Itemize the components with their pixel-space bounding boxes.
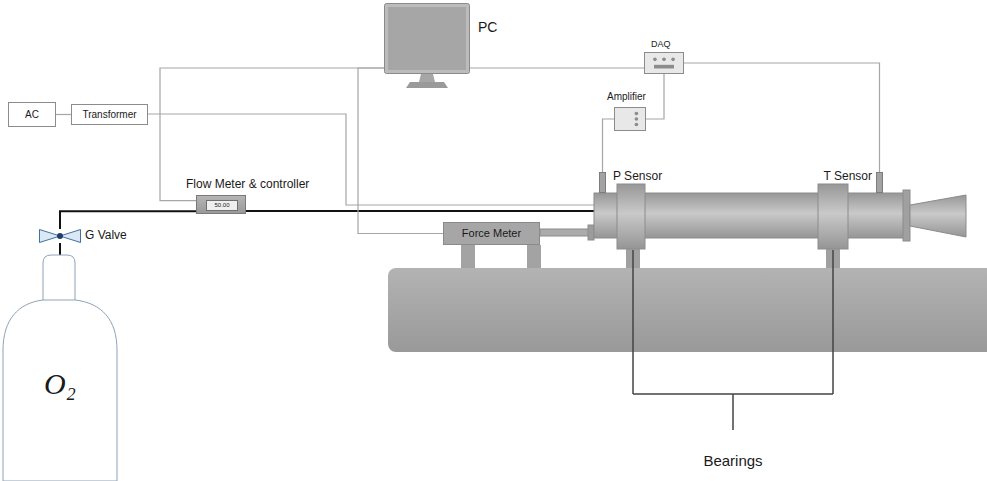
flow-display: 50.00 <box>206 200 238 211</box>
node-outline <box>39 229 81 243</box>
exhaust-nozzle <box>910 195 966 237</box>
signal-wire <box>603 119 615 172</box>
box-label: 50.00 <box>214 202 229 209</box>
bearing-flange <box>818 184 848 249</box>
power-box: AC <box>8 102 56 127</box>
node-outline <box>645 53 683 73</box>
gas-pipe <box>60 211 196 229</box>
engine-end-cap <box>903 190 910 241</box>
part-label: PC <box>478 19 497 35</box>
signal-wire <box>646 74 664 119</box>
force-meter-foot <box>527 245 541 268</box>
node-outline <box>615 108 645 130</box>
signal-wire <box>160 68 384 201</box>
test-bench <box>388 268 987 352</box>
box-label: AC <box>25 109 39 121</box>
part-label: Bearings <box>703 452 762 469</box>
signal-wire <box>56 114 71 115</box>
box-label: O₂ <box>44 367 76 402</box>
gas-line <box>246 210 594 212</box>
part-label: T Sensor <box>824 170 872 184</box>
part-label: Flow Meter & controller <box>186 178 309 192</box>
node-outline <box>384 3 470 89</box>
part-label: Amplifier <box>607 91 646 103</box>
part-label: G Valve <box>85 229 127 243</box>
gas-valve: G Valve <box>39 229 81 243</box>
bearing-flange <box>617 184 645 249</box>
transformer-box: Transformer <box>71 104 148 125</box>
power-wire <box>148 114 594 205</box>
signal-wire <box>358 68 443 234</box>
rod-cap <box>588 225 594 240</box>
box-label: Force Meter <box>462 227 521 240</box>
temperature-sensor: T Sensor <box>876 172 883 193</box>
signal-wire <box>470 67 644 68</box>
force-meter-foot <box>461 245 475 268</box>
amplifier-box: Amplifier <box>614 107 646 131</box>
force-meter: Force Meter <box>443 222 540 245</box>
part-label: DAQ <box>651 39 671 49</box>
gas-pipe <box>59 243 61 255</box>
pressure-sensor: P Sensor <box>599 172 606 193</box>
thrust-rod <box>540 229 590 236</box>
flow-meter: Flow Meter & controller50.00 <box>196 195 246 214</box>
bearings-bracket <box>633 250 833 430</box>
part-label: P Sensor <box>613 170 662 184</box>
daq-box: DAQ <box>644 52 684 74</box>
oxygen-cylinder: O₂ <box>2 255 118 481</box>
signal-wire <box>684 63 880 172</box>
computer-monitor: PC <box>384 3 470 89</box>
box-label: Transformer <box>82 109 136 121</box>
